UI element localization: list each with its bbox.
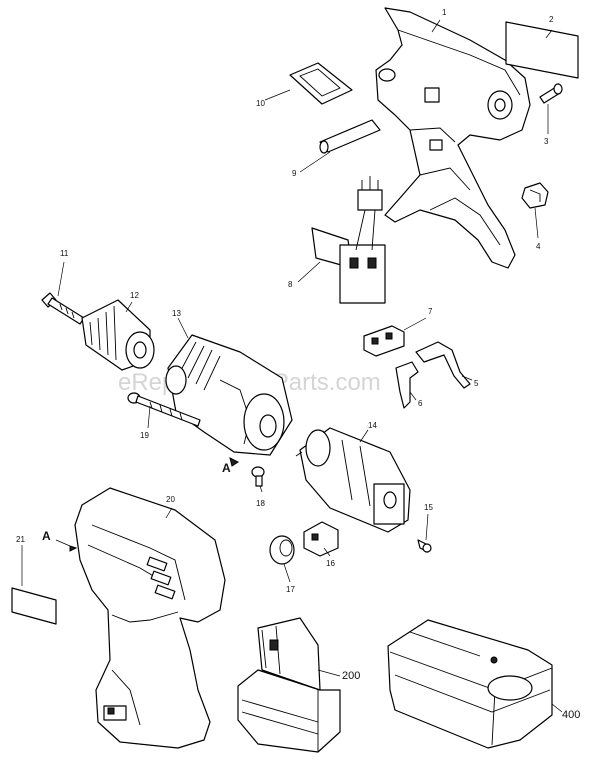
callout-16: 16 bbox=[326, 559, 335, 568]
brush-holder-part-7 bbox=[363, 325, 405, 357]
screw-part-18 bbox=[251, 466, 265, 487]
callout-21: 21 bbox=[16, 535, 25, 544]
connector-part-16 bbox=[303, 521, 339, 557]
callout-11: 11 bbox=[60, 249, 69, 258]
housing-half-part-1 bbox=[375, 7, 531, 269]
battery-part-200 bbox=[237, 617, 341, 753]
switch-part-8 bbox=[311, 176, 386, 304]
callout-1: 1 bbox=[442, 8, 447, 17]
callout-13: 13 bbox=[172, 309, 181, 318]
callout-3: 3 bbox=[544, 137, 549, 146]
terminal-part-5 bbox=[415, 341, 471, 389]
view-mark-a-gear: A bbox=[222, 461, 231, 475]
callout-8: 8 bbox=[288, 280, 293, 289]
callout-2: 2 bbox=[549, 15, 554, 24]
drill-chuck-part-12 bbox=[81, 299, 155, 371]
clip-part-4 bbox=[521, 182, 549, 209]
callout-9: 9 bbox=[292, 169, 297, 178]
screw-part-15 bbox=[417, 539, 432, 553]
callout-200: 200 bbox=[342, 670, 360, 682]
vent-plate-part-10 bbox=[289, 62, 353, 105]
callout-5: 5 bbox=[474, 379, 479, 388]
name-plate-part-2 bbox=[505, 21, 579, 79]
callout-14: 14 bbox=[368, 421, 377, 430]
callout-19: 19 bbox=[140, 431, 149, 440]
callout-15: 15 bbox=[424, 503, 433, 512]
screw-part-3 bbox=[539, 83, 563, 104]
cap-part-17 bbox=[269, 535, 295, 565]
motor-part-14 bbox=[295, 427, 411, 533]
view-arrow-gear bbox=[229, 457, 239, 467]
callout-4: 4 bbox=[536, 242, 541, 251]
bolt-part-11 bbox=[41, 292, 85, 325]
lever-part-9 bbox=[319, 119, 381, 154]
callout-7: 7 bbox=[428, 307, 433, 316]
drill-housing-part-20 bbox=[74, 487, 226, 749]
gear-assembly-part-13 bbox=[165, 334, 293, 456]
callout-18: 18 bbox=[256, 499, 265, 508]
callout-17: 17 bbox=[286, 585, 295, 594]
callout-20: 20 bbox=[166, 495, 175, 504]
callout-10: 10 bbox=[256, 99, 265, 108]
view-mark-a-housing: A bbox=[42, 529, 51, 543]
callout-400: 400 bbox=[562, 709, 580, 721]
callout-12: 12 bbox=[130, 291, 139, 300]
callout-6: 6 bbox=[418, 399, 423, 408]
screw-part-19 bbox=[127, 392, 201, 427]
terminal-part-6 bbox=[395, 361, 419, 409]
view-arrow-housing bbox=[69, 545, 78, 552]
charger-part-400 bbox=[387, 619, 553, 749]
label-part-21 bbox=[11, 587, 57, 625]
